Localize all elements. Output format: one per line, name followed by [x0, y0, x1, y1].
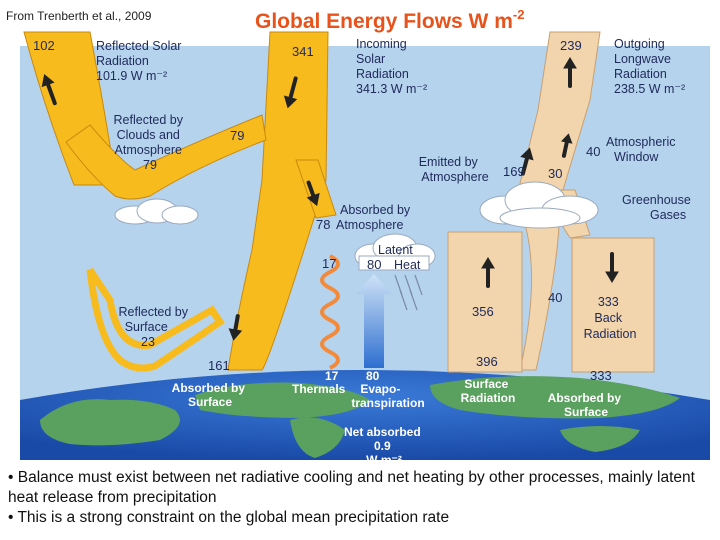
incoming-solar-label: Incoming Solar Radiation 341.3 W m⁻²: [356, 37, 427, 96]
absorbed-surface-solar-label: Absorbed by Surface: [172, 381, 249, 409]
continent-right: [430, 376, 680, 419]
arrow-up-icon: [560, 133, 573, 158]
longwave-flows: [447, 31, 655, 373]
outgoing-longwave-label: Outgoing Longwave Radiation 238.5 W m⁻²: [614, 37, 685, 96]
continent-left: [40, 399, 180, 446]
arrow-down-icon: [283, 76, 298, 109]
cloud-right: [479, 181, 599, 229]
bullet-item: • This is a strong constraint on the glo…: [8, 509, 450, 526]
reflected-solar-label: Reflected Solar Radiation 101.9 W m⁻²: [96, 39, 185, 83]
diagram-title: Global Energy Flows W m-2: [255, 7, 524, 33]
solar-flows: [23, 31, 337, 372]
atmospheric-window-label: Atmospheric Window: [606, 135, 679, 164]
absorbed-atmosphere-value: 78: [316, 217, 330, 232]
latent-heat-label: Latent Heat: [378, 243, 421, 272]
thermals-top-value: 17: [322, 256, 336, 271]
surface-radiation-bottom-value: 396: [476, 354, 498, 369]
thermals-bottom-value: 17: [325, 369, 339, 383]
arrow-down-icon: [605, 252, 619, 283]
incoming-solar-value: 341: [292, 44, 314, 59]
continent-africa: [290, 417, 345, 458]
surface-radiation-mid-value: 356: [472, 304, 494, 319]
clouds: [114, 181, 599, 271]
emitted-atmosphere-label: Emitted by Atmosphere: [419, 155, 489, 184]
greenhouse-gases-label: Greenhouse Gases: [622, 193, 694, 222]
evapotranspiration-arrow: [356, 274, 392, 368]
reflected-clouds-value: 79: [230, 128, 244, 143]
citation: From Trenberth et al., 2009: [6, 9, 152, 23]
arrow-up-icon: [481, 257, 495, 288]
atmospheric-window-flow: [515, 199, 561, 371]
reflected-surface-label: Reflected by Surface 23: [119, 305, 192, 349]
evapotranspiration-value: 80: [366, 369, 380, 383]
outgoing-longwave-value: 239: [560, 38, 582, 53]
thermals-label: Thermals: [292, 382, 346, 396]
cloud-latent: [354, 233, 436, 271]
surface-radiation-label: Surface Radiation: [461, 377, 516, 405]
title-superscript: -2: [513, 7, 525, 22]
absorbed-surface-back-value: 333: [590, 368, 612, 383]
emitted-atmosphere-value: 169: [503, 164, 525, 179]
back-radiation-label: 333 Back Radiation: [584, 295, 637, 341]
evapotranspiration-label: Evapo- transpiration: [351, 382, 424, 410]
reflected-surface-flow: [86, 268, 225, 372]
cloud-left: [114, 198, 199, 225]
reflected-clouds-flow: [65, 114, 267, 200]
absorbed-surface-back-label: Absorbed by Surface: [548, 391, 625, 419]
absorbed-atmosphere-label: Absorbed by Atmosphere: [336, 203, 414, 232]
atmospheric-window-value: 40: [586, 144, 600, 159]
arrow-up-icon: [520, 147, 534, 176]
earth: [20, 370, 710, 460]
reflected-clouds-label: Reflected by Clouds and Atmosphere 79: [114, 113, 187, 172]
bullet-item: • Balance must exist between net radiati…: [8, 469, 695, 506]
absorbed-surface-solar-value: 161: [208, 358, 230, 373]
arrow-up-icon: [563, 57, 577, 88]
latent-heat-value: 80: [367, 257, 381, 272]
continent-mid: [195, 382, 370, 418]
thermals-wave: [320, 254, 340, 370]
reflected-solar-value: 102: [33, 38, 55, 53]
bullet-list: • Balance must exist between net radiati…: [8, 468, 716, 528]
rain: [394, 274, 423, 311]
emitted-30-value: 30: [548, 166, 562, 181]
incoming-solar-flow: [227, 31, 329, 371]
direction-arrows: [41, 57, 619, 341]
arrow-down-icon: [306, 180, 320, 207]
title-text: Global Energy Flows W m: [255, 10, 513, 33]
window-40-lower-value: 40: [548, 290, 562, 305]
surface-radiation-column: [447, 231, 523, 373]
arrow-up-icon: [41, 74, 57, 106]
net-absorbed-label: Net absorbed 0.9 W m⁻²: [344, 425, 424, 467]
arrow-down-icon: [228, 314, 243, 341]
continent-far-right: [560, 426, 640, 452]
